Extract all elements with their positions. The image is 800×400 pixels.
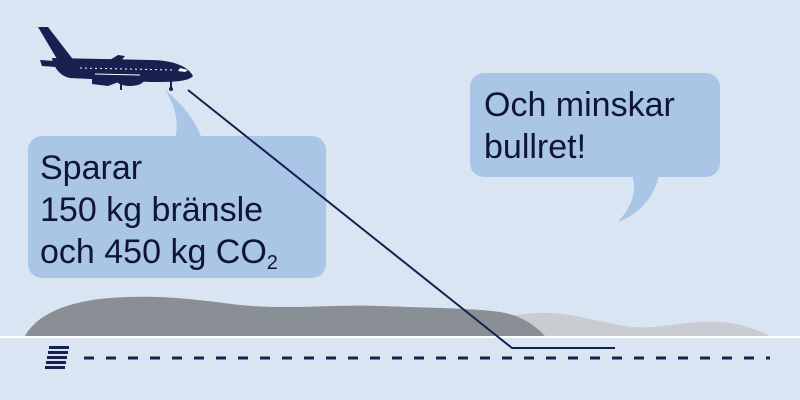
left-bubble-line-1: Sparar [40,149,143,187]
right-bubble-line-2: bullret! [484,128,587,166]
right-bubble-tail [618,170,660,222]
left-bubble-tail [165,90,205,148]
runway-threshold-marks [45,346,69,369]
co2-text: och 450 kg CO [40,233,267,271]
right-bubble [470,73,720,177]
airplane-icon [38,27,193,91]
right-bubble-text: Och minskar bullret! [484,84,675,168]
left-bubble-line-2: 150 kg bränsle [40,191,264,229]
left-bubble-line-3: och 450 kg CO2 [40,231,278,284]
ground-line [0,336,800,338]
hill-light [470,312,770,336]
left-bubble-text: Sparar 150 kg bränsle och 450 kg CO2 [40,147,278,284]
co2-subscript: 2 [266,252,278,274]
left-bubble [28,136,326,278]
glide-path-line [187,89,615,349]
hill-dark [25,296,545,336]
right-bubble-line-1: Och minskar [484,86,675,124]
